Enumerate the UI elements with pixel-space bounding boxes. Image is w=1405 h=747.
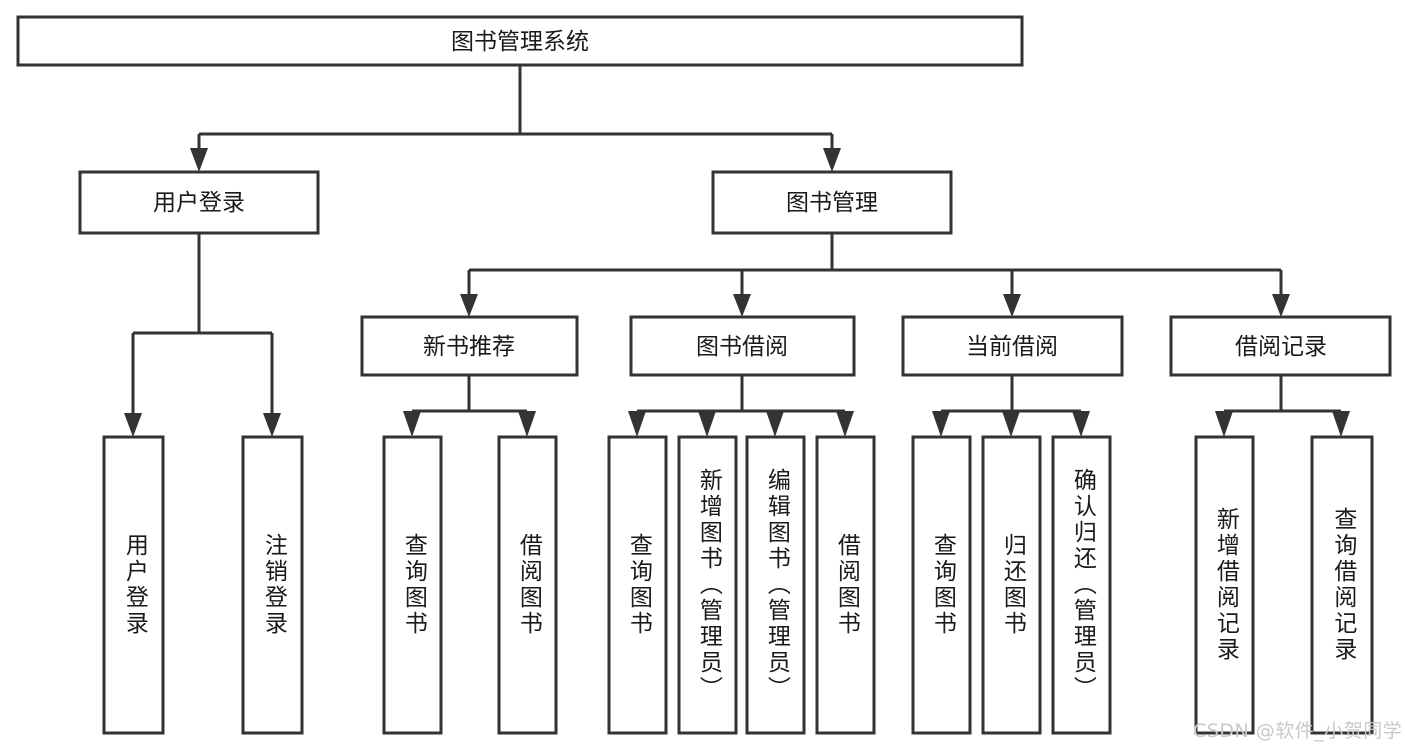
edge-borrow-record-to-leaf-bus [1222, 375, 1343, 415]
csdn-watermark: CSDN @软件_小贺同学 [1193, 720, 1403, 742]
arrow-to-leaf-add-book [698, 411, 716, 437]
node-leaf-return-book-box[interactable] [981, 435, 1042, 735]
node-leaf-query-record-box[interactable] [1310, 435, 1374, 735]
node-root-box[interactable] [16, 15, 1024, 67]
node-root-label: 图书管理系统 [451, 29, 589, 55]
node-current-borrow-box[interactable] [901, 315, 1124, 377]
node-book-manage-label: 图书管理 [786, 190, 878, 216]
node-new-book-rec[interactable]: 新书推荐 [360, 315, 579, 377]
node-borrow-record[interactable]: 借阅记录 [1169, 315, 1392, 377]
node-user-login-label: 用户登录 [153, 190, 245, 216]
node-leaf-query-book-1-box[interactable] [382, 435, 443, 735]
arrow-to-leaf-query-book-1 [403, 411, 421, 437]
node-borrow-record-label: 借阅记录 [1235, 334, 1327, 360]
node-book-borrow-label: 图书借阅 [696, 334, 788, 360]
leaf-box-layer [102, 435, 1374, 735]
node-book-manage-box[interactable] [711, 170, 953, 235]
arrow-to-leaf-query-record [1332, 411, 1350, 437]
node-book-borrow[interactable]: 图书借阅 [629, 315, 856, 377]
arrow-to-leaf-query-book-3 [932, 411, 950, 437]
arrow-to-leaf-confirm-return [1072, 411, 1090, 437]
connector-layer [124, 65, 1350, 437]
arrow-root-to-book-manage [823, 148, 841, 172]
node-leaf-edit-book-box[interactable] [745, 435, 806, 735]
node-leaf-add-book-box[interactable] [677, 435, 738, 735]
node-current-borrow-label: 当前借阅 [966, 334, 1058, 360]
arrow-to-leaf-borrow-book-1 [518, 411, 536, 437]
edge-book-borrow-to-leaf-bus [635, 375, 847, 415]
node-leaf-confirm-return-box[interactable] [1051, 435, 1112, 735]
arrow-to-leaf-logout [263, 413, 281, 437]
arrow-to-leaf-return-book [1002, 411, 1020, 437]
arrow-to-new-book-rec [460, 294, 478, 317]
arrow-root-to-user-login [190, 148, 208, 172]
node-leaf-query-book-2-box[interactable] [607, 435, 668, 735]
arrow-to-leaf-user-login [124, 413, 142, 437]
node-leaf-user-login-box[interactable] [102, 435, 165, 735]
node-leaf-borrow-book-2-box[interactable] [815, 435, 876, 735]
node-leaf-query-book-3-box[interactable] [911, 435, 972, 735]
node-leaf-borrow-book-1-box[interactable] [497, 435, 558, 735]
arrow-to-borrow-record [1272, 294, 1290, 317]
arrow-to-leaf-query-book-2 [628, 411, 646, 437]
arrow-to-leaf-borrow-book-2 [836, 411, 854, 437]
node-root[interactable]: 图书管理系统 [16, 15, 1024, 67]
node-book-manage[interactable]: 图书管理 [711, 170, 953, 235]
arrow-to-leaf-add-record [1215, 411, 1233, 437]
node-book-borrow-box[interactable] [629, 315, 856, 377]
node-leaf-logout-box[interactable] [241, 435, 304, 735]
node-leaf-add-record-box[interactable] [1194, 435, 1255, 735]
arrow-to-current-borrow [1003, 294, 1021, 317]
edge-current-borrow-to-leaf-bus [939, 375, 1083, 415]
node-user-login-box[interactable] [78, 170, 320, 235]
arrow-to-leaf-edit-book [766, 411, 784, 437]
node-new-book-rec-label: 新书推荐 [423, 334, 515, 360]
edge-user-login-to-leaf-bus [131, 233, 274, 415]
arrow-to-book-borrow [733, 294, 751, 317]
edge-new-book-rec-to-leaf-bus [410, 375, 529, 415]
node-user-login[interactable]: 用户登录 [78, 170, 320, 235]
node-current-borrow[interactable]: 当前借阅 [901, 315, 1124, 377]
edge-root-to-level2-bus [197, 65, 834, 150]
edge-book-manage-to-level3-bus [467, 233, 1283, 296]
node-borrow-record-box[interactable] [1169, 315, 1392, 377]
node-new-book-rec-box[interactable] [360, 315, 579, 377]
